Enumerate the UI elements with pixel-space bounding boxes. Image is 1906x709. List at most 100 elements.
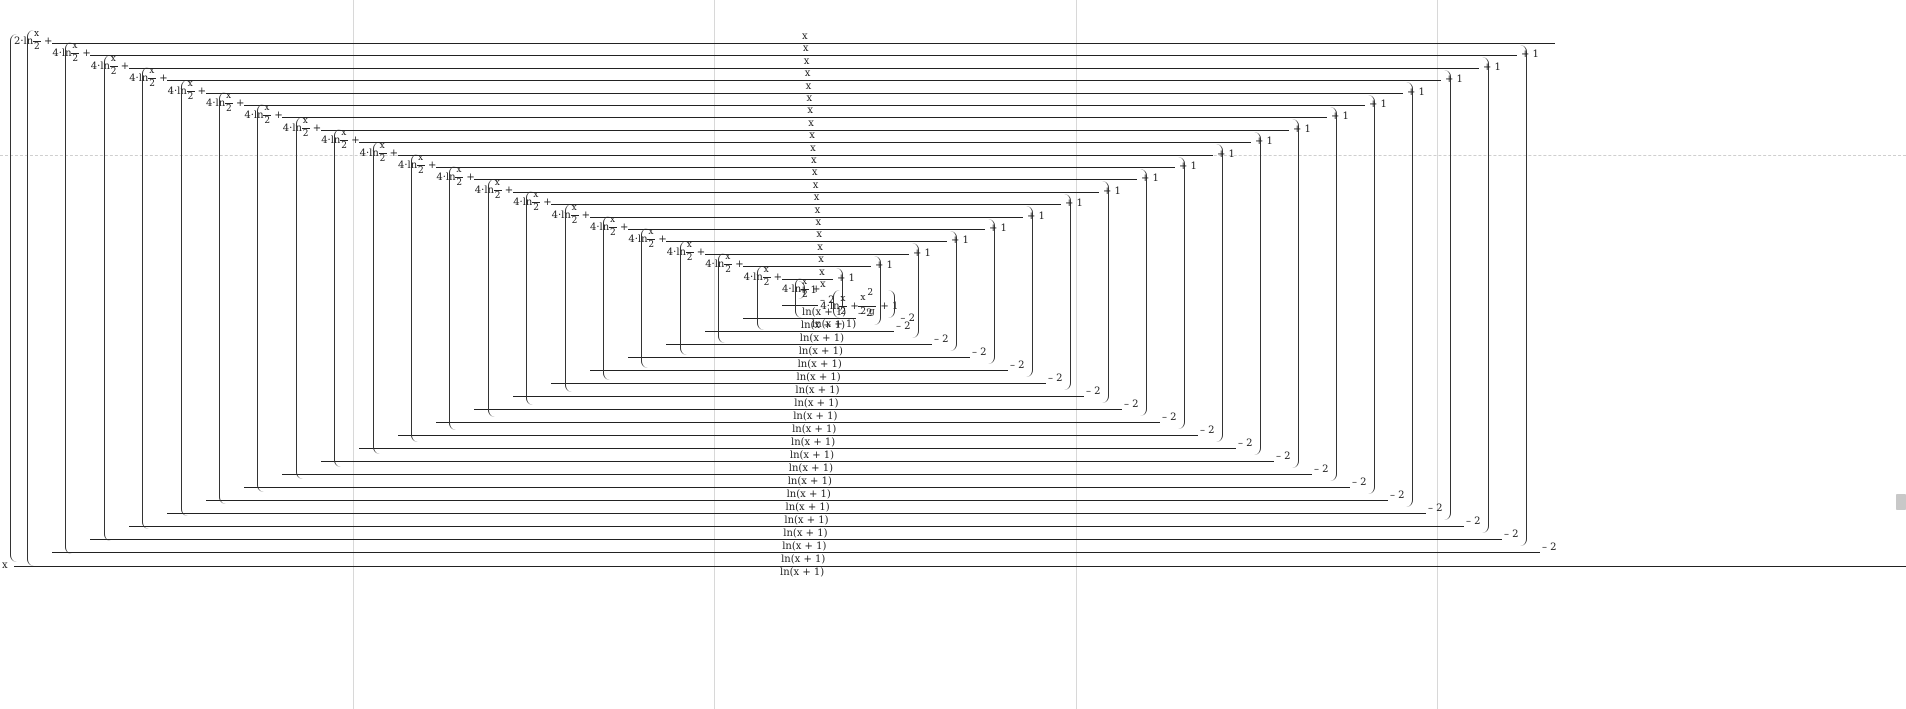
ln-right-paren	[836, 268, 843, 312]
plus-sign: +	[351, 135, 360, 147]
plus-one: + 1	[1179, 161, 1197, 172]
half-x-fraction-bar	[609, 227, 617, 228]
nested-fraction-bar	[282, 117, 1327, 119]
plus-one: + 1	[1483, 61, 1501, 73]
half-x-denominator: 2	[571, 215, 578, 226]
x-numerator: x	[811, 167, 818, 179]
innermost-left-paren	[833, 290, 840, 319]
half-x-numerator: x	[341, 128, 347, 139]
denominator-ln-x-plus-1: ln(x + 1)	[795, 385, 840, 396]
nested-fraction-bar	[474, 179, 1137, 181]
half-x-numerator: x	[264, 103, 270, 114]
minus-two: – 2	[1238, 438, 1253, 449]
half-x-fraction-bar	[570, 214, 579, 216]
grid-line-vertical	[714, 0, 715, 709]
grid-line-vertical	[1076, 0, 1077, 709]
denominator-fraction-bar	[167, 513, 1426, 514]
half-x-denominator: 2	[226, 104, 232, 114]
plus-sign: +	[466, 172, 475, 184]
x-numerator: x	[805, 80, 812, 92]
half-x-numerator: x	[763, 264, 769, 275]
x-squared-base: x	[860, 293, 866, 304]
outer-fraction-bar	[14, 566, 1906, 567]
half-x-fraction-bar	[225, 103, 233, 104]
plus-one: + 1	[1141, 173, 1159, 185]
plus-sign: +	[120, 60, 130, 72]
half-x-numerator: x	[725, 252, 731, 263]
half-x-numerator: x	[34, 29, 40, 39]
half-x-denominator: 2	[110, 66, 117, 77]
grid-line-vertical	[1437, 0, 1438, 709]
nested-fraction-bar	[551, 204, 1061, 206]
ln-left-paren	[65, 42, 72, 554]
half-x-denominator: 2	[686, 252, 693, 263]
minus-two: – 2	[858, 308, 873, 319]
half-x-denominator: 2	[802, 290, 808, 300]
minus-two: – 2	[934, 334, 949, 345]
x-numerator: x	[817, 241, 823, 253]
denominator-ln-x-plus-1: ln(x + 1)	[796, 372, 841, 383]
scrollbar-thumb[interactable]	[1896, 494, 1906, 510]
x-numerator: x	[802, 43, 809, 55]
nested-fraction-bar	[205, 92, 1403, 94]
ln-coefficient: 4·ln	[820, 301, 840, 313]
denominator-ln-x-plus-1: ln(x + 1)	[812, 319, 857, 331]
half-x-numerator: x	[226, 91, 232, 101]
plus-sign: +	[543, 197, 552, 209]
ln-coefficient: 4·ln	[129, 73, 149, 85]
plus-sign: +	[159, 73, 168, 85]
half-x-fraction-bar	[33, 41, 41, 42]
denominator-fraction-bar	[397, 435, 1198, 436]
denominator-ln-x-plus-1: ln(x + 1)	[787, 476, 832, 487]
denominator-ln-x-plus-1: ln(x + 1)	[802, 307, 847, 318]
ln-right-paren	[1444, 69, 1451, 520]
denominator-ln-x-plus-1: ln(x + 1)	[791, 437, 836, 448]
x-numerator: x	[814, 204, 821, 216]
minus-two: – 2	[900, 313, 915, 325]
ln-coefficient: 4·ln	[206, 98, 226, 109]
nested-fraction-bar	[512, 191, 1099, 193]
denominator-fraction-bar	[359, 448, 1236, 449]
denominator-fraction-bar	[551, 383, 1046, 384]
ln-coefficient: 2·ln	[14, 36, 34, 47]
plus-sign: +	[389, 147, 398, 159]
ln-coefficient: 4·ln	[52, 48, 72, 60]
denominator-ln-x-plus-1: ln(x + 1)	[782, 541, 827, 552]
half-x-numerator: x	[72, 41, 78, 52]
half-x-numerator: x	[802, 277, 808, 287]
ln-right-paren	[1102, 181, 1109, 403]
ln-left-paren	[718, 253, 725, 343]
x-numerator: x	[816, 229, 823, 241]
x-numerator: x	[811, 155, 817, 166]
minus-two: – 2	[1162, 412, 1177, 423]
nested-fraction-bar	[781, 278, 833, 280]
plus-one: + 1	[1255, 136, 1273, 148]
ln-left-paren	[27, 30, 34, 566]
denominator-fraction-bar	[474, 409, 1122, 410]
plus-one: + 1	[951, 235, 969, 247]
ln-coefficient: 4·ln	[590, 222, 610, 233]
x-numerator: x	[808, 117, 814, 129]
nested-fraction-bar	[436, 167, 1175, 168]
plus-one: + 1	[1445, 74, 1463, 86]
half-x-fraction-bar	[801, 289, 809, 290]
denominator-ln-x-plus-1: ln(x + 1)	[797, 359, 842, 370]
ln-left-paren	[295, 116, 303, 480]
denominator-fraction-bar	[90, 539, 1502, 540]
denominator-fraction-bar	[282, 474, 1312, 475]
ln-right-paren	[1292, 119, 1299, 468]
ln-coefficient: 4·ln	[321, 135, 341, 147]
denominator-fraction-bar	[244, 487, 1350, 488]
minus-two: – 2	[1200, 425, 1215, 436]
ln-coefficient: 4·ln	[743, 271, 763, 283]
x-numerator: x	[812, 179, 819, 191]
plus-sign: +	[581, 209, 590, 221]
half-x-fraction-bar	[762, 276, 771, 278]
x-numerator: x	[809, 130, 815, 142]
ln-left-paren	[103, 54, 111, 542]
minus-two: – 2	[820, 295, 835, 306]
ln-left-paren	[756, 265, 764, 331]
nested-fraction-bar	[359, 142, 1251, 144]
ln-left-paren	[411, 154, 418, 442]
x-numerator: x	[804, 68, 811, 80]
